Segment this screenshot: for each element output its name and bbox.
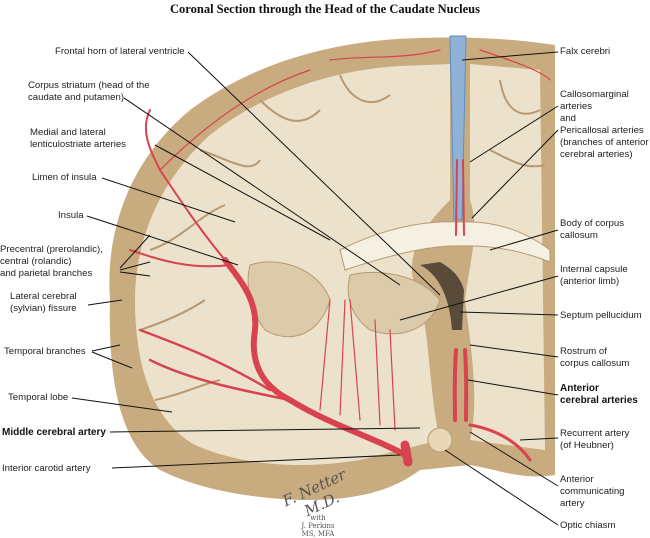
signature-credentials: MS, MFA xyxy=(301,530,335,538)
lateral-ventricle xyxy=(420,262,464,330)
label-limen-of-insula: Limen of insula xyxy=(32,172,97,183)
label-acomm-2: communicating xyxy=(560,486,625,497)
lenticulostriate-arteries xyxy=(319,299,396,431)
signature-perkins: J. Perkins xyxy=(301,522,335,530)
label-body-corpus-callosum-2: callosum xyxy=(560,230,598,241)
label-pericallosal-2: (branches of anterior xyxy=(560,137,649,148)
label-precentral-3: and parietal branches xyxy=(0,268,93,279)
label-internal-capsule-2: (anterior limb) xyxy=(560,276,620,287)
label-middle-cerebral-artery: Middle cerebral artery xyxy=(2,427,106,438)
label-heubner-2: (of Heubner) xyxy=(560,440,614,451)
label-sylvian-2: (sylvian) fissure xyxy=(10,303,77,314)
leader-lines xyxy=(71,51,559,526)
temporal-branches xyxy=(138,328,292,402)
label-lenticulostriate-1: Medial and lateral xyxy=(30,127,106,138)
label-septum-pellucidum: Septum pellucidum xyxy=(560,310,642,321)
label-lenticulostriate-2: lenticulostriate arteries xyxy=(30,139,126,150)
label-insula: Insula xyxy=(58,210,84,221)
label-corpus-striatum-1: Corpus striatum (head of the xyxy=(28,80,150,91)
label-acomm-3: artery xyxy=(560,498,585,509)
label-interior-carotid-artery: Interior carotid artery xyxy=(2,463,91,474)
label-precentral-2: central (rolandic) xyxy=(0,256,72,267)
middle-cerebral-artery xyxy=(222,257,408,458)
label-temporal-lobe: Temporal lobe xyxy=(8,392,69,403)
caudate-nucleus xyxy=(347,271,441,335)
white-matter xyxy=(135,64,450,465)
anterior-cerebral-artery-left xyxy=(452,348,458,422)
label-body-corpus-callosum-1: Body of corpus xyxy=(560,218,624,229)
pericallosal-artery xyxy=(455,159,465,236)
recurrent-artery-of-heubner xyxy=(468,423,532,462)
right-hemisphere-white-matter xyxy=(465,64,545,450)
label-internal-capsule-1: Internal capsule xyxy=(560,264,628,275)
label-optic-chiasm: Optic chiasm xyxy=(560,520,616,531)
label-sylvian-1: Lateral cerebral xyxy=(10,291,77,302)
label-rostrum-2: corpus callosum xyxy=(560,358,630,369)
signature-with: with xyxy=(310,514,326,522)
label-pericallosal-3: cerebral arteries) xyxy=(560,149,633,160)
label-anterior-cerebral-1: Anterior xyxy=(560,383,599,394)
optic-chiasm xyxy=(427,427,453,453)
label-callosomarginal-3: and xyxy=(560,113,577,124)
figure-title: Coronal Section through the Head of the … xyxy=(170,2,480,16)
label-frontal-horn: Frontal horn of lateral ventricle xyxy=(55,46,185,57)
label-rostrum-1: Rostrum of xyxy=(560,346,607,357)
label-callosomarginal-1: Callosomarginal xyxy=(560,89,629,100)
label-pericallosal: Pericallosal arteries xyxy=(560,125,644,136)
label-temporal-branches: Temporal branches xyxy=(4,346,86,357)
label-precentral-1: Precentral (prerolandic), xyxy=(0,244,103,255)
label-heubner-1: Recurrent artery xyxy=(560,428,630,439)
label-anterior-cerebral-2: cerebral arteries xyxy=(560,395,638,406)
corpus-callosum xyxy=(339,221,551,271)
label-acomm-1: Anterior xyxy=(560,474,594,485)
label-corpus-striatum-2: caudate and putamen) xyxy=(28,92,125,103)
artist-signature: F. Netter M.D. with J. Perkins MS, MFA xyxy=(268,465,368,538)
internal-carotid-artery xyxy=(400,440,413,467)
label-callosomarginal-2: arteries xyxy=(560,101,592,112)
falx-cerebri xyxy=(449,35,467,221)
anterior-cerebral-artery-right xyxy=(463,348,469,422)
label-falx-cerebri: Falx cerebri xyxy=(560,46,611,57)
